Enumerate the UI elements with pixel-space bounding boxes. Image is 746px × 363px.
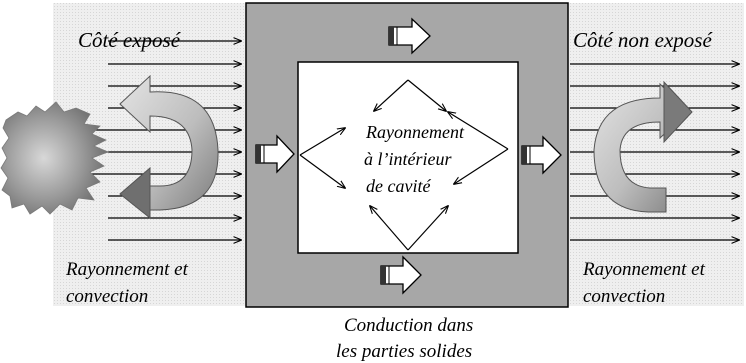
right-bottom-label-line1: Rayonnement et bbox=[582, 259, 706, 280]
block-arrow-icon-right-wall bbox=[521, 135, 562, 175]
left-bottom-label-line2: convection bbox=[66, 286, 148, 307]
unexposed-side-label: Côté non exposé bbox=[573, 28, 713, 52]
cavity-label-line2: à l’intérieur bbox=[364, 149, 452, 169]
cavity bbox=[297, 61, 519, 254]
conduction-label-line1: Conduction dans bbox=[344, 315, 473, 336]
cavity-label-line3: de cavité bbox=[366, 176, 431, 196]
circular-arrow-icon-left bbox=[119, 74, 219, 220]
conduction-label-line2: les parties solides bbox=[336, 341, 472, 362]
flame-icon bbox=[0, 101, 110, 215]
right-bottom-label-line2: convection bbox=[583, 286, 665, 307]
cavity-radiation-arrows bbox=[299, 79, 509, 251]
exposed-side-label: Côté exposé bbox=[78, 28, 182, 52]
cavity-label-line1: Rayonnement bbox=[365, 122, 465, 142]
circular-arrow-icon-right bbox=[593, 80, 693, 213]
block-arrow-icon-bottom bbox=[380, 255, 422, 295]
left-bottom-label-line1: Rayonnement et bbox=[65, 259, 189, 280]
block-arrow-icon-left-wall bbox=[255, 134, 295, 174]
block-arrow-icon-top bbox=[388, 17, 431, 55]
